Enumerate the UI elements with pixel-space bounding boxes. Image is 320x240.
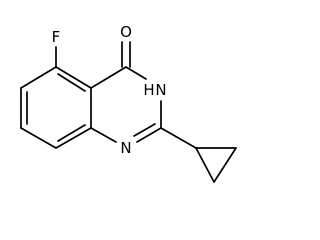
double-bond-c8-c8a-inner xyxy=(57,124,86,142)
bond-c8-c8a xyxy=(55,127,92,149)
cyclopropyl-bond-left xyxy=(195,147,215,183)
molecule-structure: F O H N N xyxy=(0,0,254,202)
bond-n1-c8a xyxy=(90,127,117,143)
atom-label-nh-nitrogen: N xyxy=(155,81,166,99)
pyrimidinone-ring xyxy=(90,66,162,143)
atom-label-nh-hydrogen: H xyxy=(143,81,154,99)
atom-label-ring-nitrogen: N xyxy=(120,139,131,157)
atom-label-oxygen: O xyxy=(120,23,132,41)
bond-c2-n1 xyxy=(136,127,162,143)
background xyxy=(0,0,254,202)
bond-c4a-c5 xyxy=(55,66,92,89)
benzene-ring xyxy=(20,66,92,149)
bond-c5-c6 xyxy=(20,66,57,89)
cyclopropyl-group xyxy=(160,127,237,183)
bond-c4-n3 xyxy=(125,66,147,80)
carbonyl-group xyxy=(121,41,131,68)
double-bond-c2-n1-inner xyxy=(133,123,156,137)
bond-c2-cyclopropyl xyxy=(160,127,197,149)
atom-label-fluorine: F xyxy=(52,28,61,46)
cyclopropyl-bond-far xyxy=(213,147,237,183)
bond-c7-c8 xyxy=(20,127,57,149)
bond-c4a-c4 xyxy=(90,66,127,89)
double-bond-c4a-c5-inner xyxy=(57,73,86,92)
